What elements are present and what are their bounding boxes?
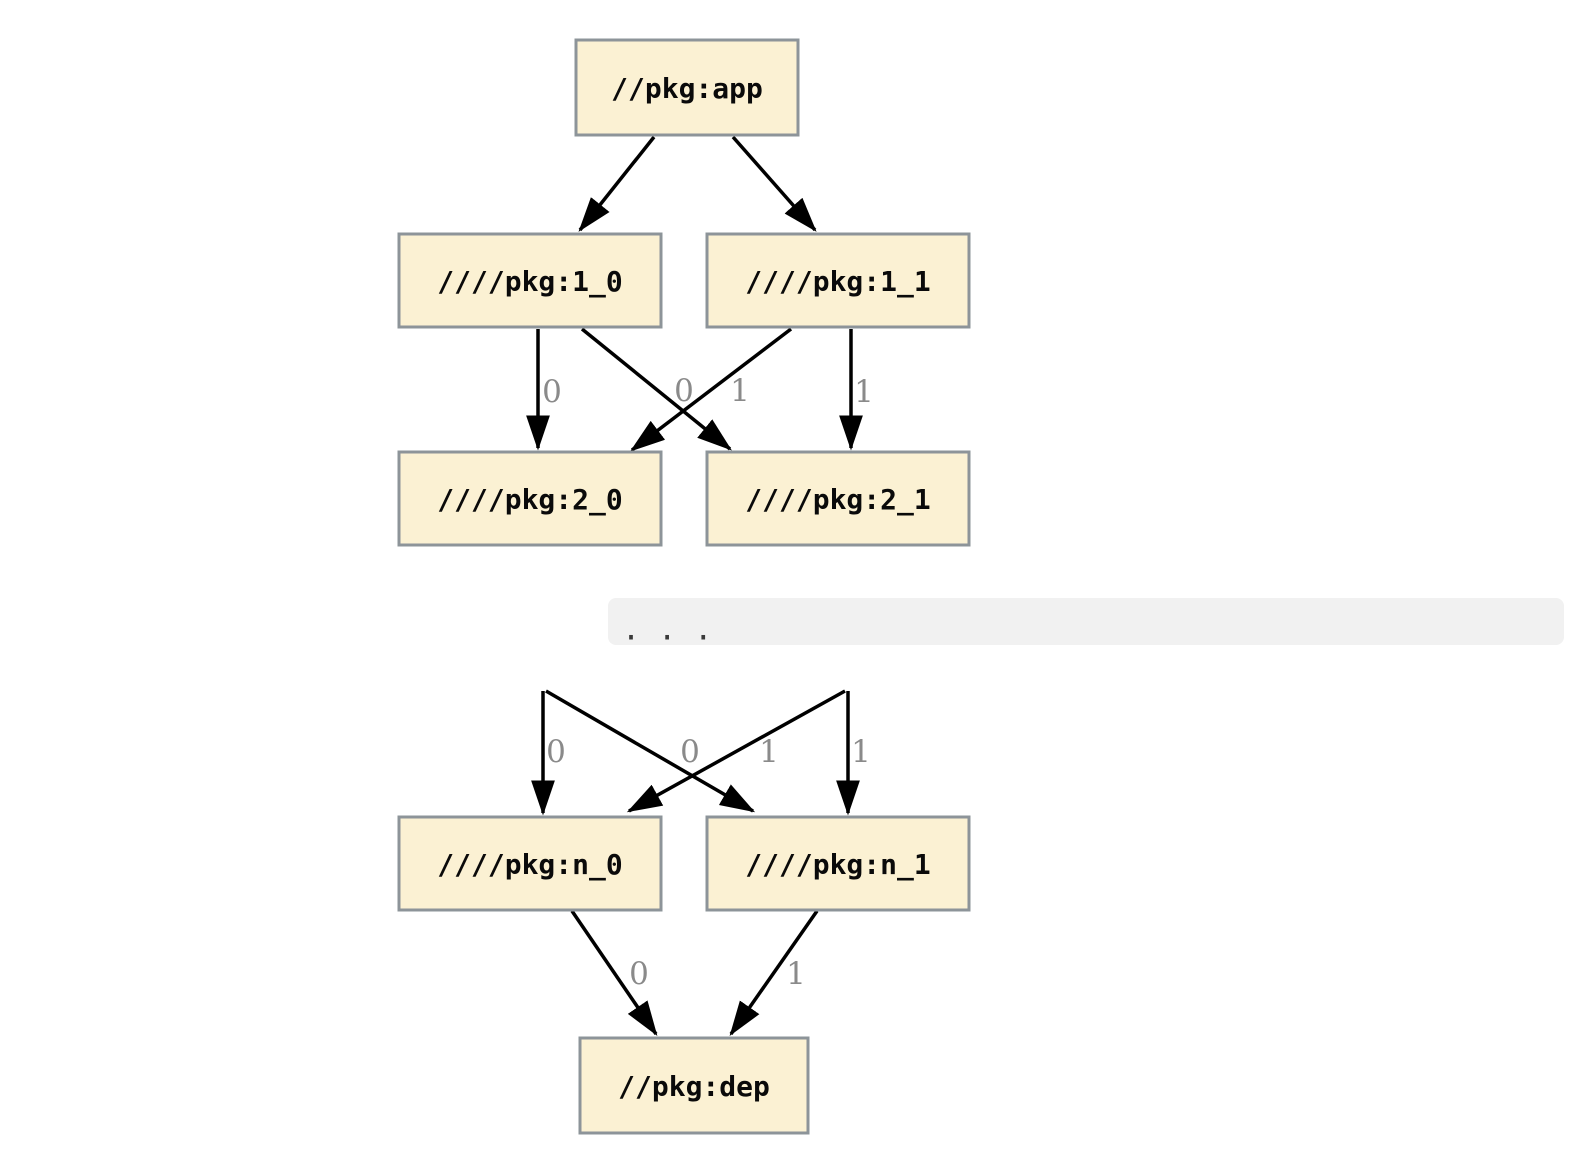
edge-label: 1 — [730, 373, 750, 409]
edge-app-to-l1_1 — [731, 135, 817, 232]
node-label: ////pkg:2_1 — [745, 483, 930, 516]
edge-hidden-right-to-ln_0 — [626, 689, 846, 813]
edge-label: 1 — [851, 734, 871, 770]
node-label: ////pkg:n_1 — [745, 848, 930, 881]
node-label: //pkg:dep — [618, 1070, 770, 1103]
node-label: ////pkg:1_1 — [745, 265, 930, 298]
node-box — [397, 450, 663, 547]
ellipsis-block — [608, 598, 1564, 645]
edge-label: 1 — [854, 374, 874, 410]
node-box — [705, 815, 971, 912]
edge-label: 1 — [786, 956, 806, 992]
edge-label: 0 — [680, 734, 700, 770]
edge-ln_0-to-dep — [570, 910, 658, 1037]
edge-hidden-left-to-ln_1 — [545, 689, 756, 813]
node-app: //pkg:app — [574, 38, 800, 137]
node-l1_0: ////pkg:1_0 — [397, 232, 663, 329]
edge-l1_0-to-l2_1 — [580, 327, 732, 451]
node-l1_1: ////pkg:1_1 — [705, 232, 971, 329]
edge-label: 0 — [542, 374, 562, 410]
node-label: ////pkg:1_0 — [437, 265, 622, 298]
edge-l1_1-to-l2_0 — [630, 327, 793, 452]
edge-ln_1-to-dep — [729, 909, 819, 1037]
edge-label: 0 — [629, 956, 649, 992]
node-ln_1: ////pkg:n_1 — [705, 815, 971, 912]
node-box — [705, 450, 971, 547]
node-box — [574, 38, 800, 137]
node-box — [578, 1036, 810, 1135]
edge-app-to-l1_0 — [578, 135, 656, 232]
node-ln_0: ////pkg:n_0 — [397, 815, 663, 912]
ellipsis-layer: . . . — [608, 598, 1564, 648]
edge-label: 1 — [759, 734, 779, 770]
edge-label: 0 — [546, 734, 566, 770]
node-l2_1: ////pkg:2_1 — [705, 450, 971, 547]
ellipsis-dots: . . . — [622, 613, 712, 648]
nodes-layer: //pkg:app ////pkg:1_0 ////pkg:1_1 ////pkg:2… — [397, 38, 971, 1135]
node-dep: //pkg:dep — [578, 1036, 810, 1135]
node-label: //pkg:app — [611, 72, 763, 105]
node-label: ////pkg:n_0 — [437, 848, 622, 881]
node-box — [397, 815, 663, 912]
node-box — [397, 232, 663, 329]
node-box — [705, 232, 971, 329]
node-l2_0: ////pkg:2_0 — [397, 450, 663, 547]
node-label: ////pkg:2_0 — [437, 483, 622, 516]
edge-label: 0 — [674, 373, 694, 409]
